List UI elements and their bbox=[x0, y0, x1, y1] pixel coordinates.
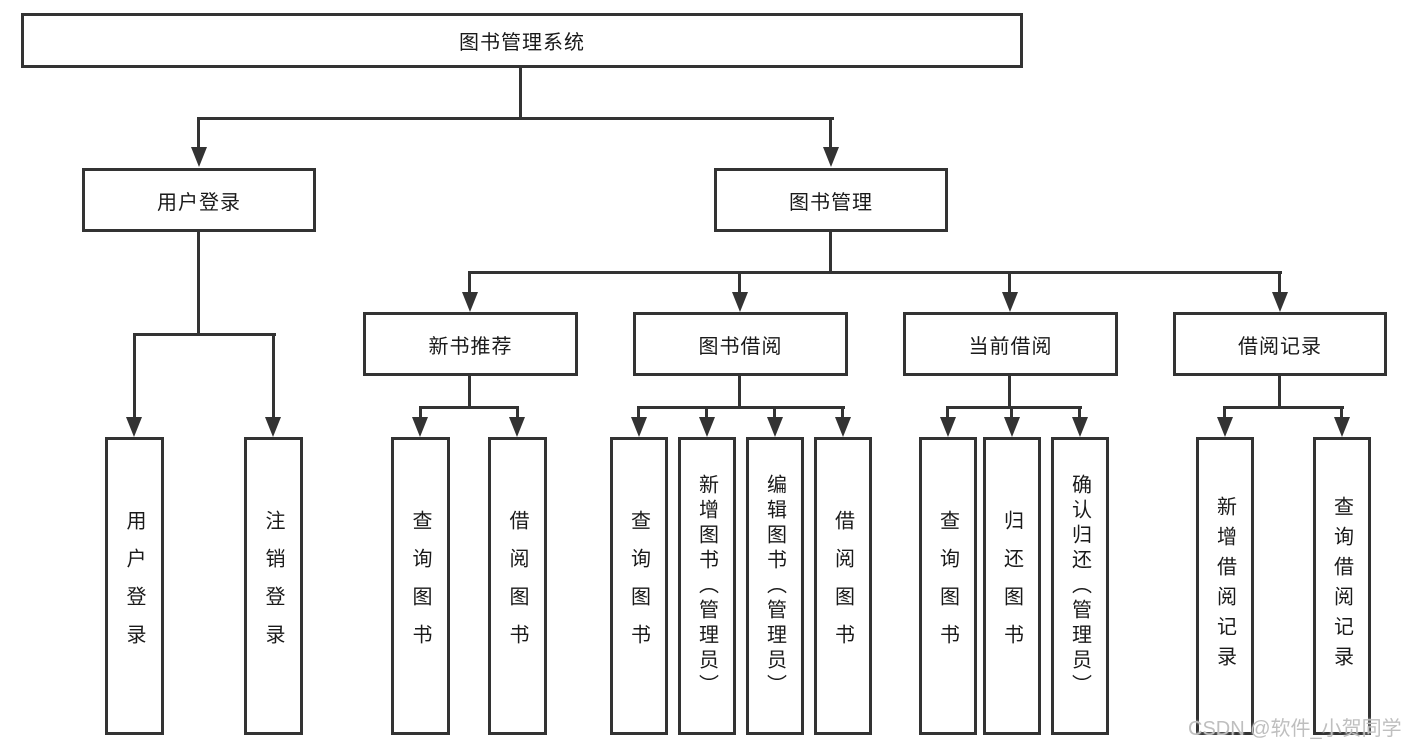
arrow-down-icon bbox=[412, 417, 428, 437]
leaf-query-books-recommend: 查询图书 bbox=[391, 437, 450, 735]
connector-line bbox=[516, 406, 519, 420]
arrow-down-icon bbox=[126, 417, 142, 437]
leaf-add-borrow-record: 新增借阅记录 bbox=[1196, 437, 1254, 735]
arrow-down-icon bbox=[1334, 417, 1350, 437]
connector-line bbox=[1278, 374, 1281, 409]
node-borrow-record: 借阅记录 bbox=[1173, 312, 1387, 376]
connector-line bbox=[829, 117, 832, 150]
connector-line bbox=[133, 333, 276, 336]
arrow-down-icon bbox=[191, 147, 207, 167]
connector-line bbox=[519, 66, 522, 119]
connector-line bbox=[468, 271, 471, 294]
connector-line bbox=[1223, 406, 1344, 409]
leaf-query-books-borrow: 查询图书 bbox=[610, 437, 668, 735]
leaf-user-login: 用户登录 bbox=[105, 437, 164, 735]
leaf-add-books-admin: 新增图书（管理员） bbox=[678, 437, 736, 735]
leaf-query-books-current: 查询图书 bbox=[919, 437, 977, 735]
connector-line bbox=[419, 406, 519, 409]
connector-line bbox=[133, 333, 136, 419]
arrow-down-icon bbox=[631, 417, 647, 437]
connector-line bbox=[272, 333, 275, 419]
node-current-borrow: 当前借阅 bbox=[903, 312, 1118, 376]
connector-line bbox=[197, 117, 834, 120]
arrow-down-icon bbox=[835, 417, 851, 437]
arrow-down-icon bbox=[1002, 292, 1018, 312]
connector-line bbox=[841, 406, 844, 420]
connector-line bbox=[1010, 406, 1013, 420]
connector-line bbox=[1223, 406, 1226, 420]
arrow-down-icon bbox=[732, 292, 748, 312]
arrow-down-icon bbox=[1004, 417, 1020, 437]
leaf-query-borrow-record: 查询借阅记录 bbox=[1313, 437, 1371, 735]
connector-line bbox=[773, 406, 776, 420]
node-new-book-recommend: 新书推荐 bbox=[363, 312, 578, 376]
arrow-down-icon bbox=[1272, 292, 1288, 312]
connector-line bbox=[468, 271, 1282, 274]
arrow-down-icon bbox=[940, 417, 956, 437]
arrow-down-icon bbox=[823, 147, 839, 167]
connector-line bbox=[946, 406, 949, 420]
arrow-down-icon bbox=[1217, 417, 1233, 437]
connector-line bbox=[468, 374, 471, 409]
leaf-confirm-return-admin: 确认归还（管理员） bbox=[1051, 437, 1109, 735]
arrow-down-icon bbox=[1072, 417, 1088, 437]
arrow-down-icon bbox=[767, 417, 783, 437]
node-library-system: 图书管理系统 bbox=[21, 13, 1023, 68]
leaf-edit-books-admin: 编辑图书（管理员） bbox=[746, 437, 804, 735]
connector-line bbox=[1340, 406, 1343, 420]
connector-line bbox=[1278, 271, 1281, 294]
arrow-down-icon bbox=[699, 417, 715, 437]
node-user-login: 用户登录 bbox=[82, 168, 316, 232]
arrow-down-icon bbox=[265, 417, 281, 437]
connector-line bbox=[738, 374, 741, 409]
leaf-return-books: 归还图书 bbox=[983, 437, 1041, 735]
connector-line bbox=[197, 117, 200, 150]
connector-line bbox=[705, 406, 708, 420]
node-book-borrow: 图书借阅 bbox=[633, 312, 848, 376]
connector-line bbox=[946, 406, 1082, 409]
connector-line bbox=[1008, 374, 1011, 409]
connector-line bbox=[1078, 406, 1081, 420]
connector-line bbox=[1008, 271, 1011, 294]
arrow-down-icon bbox=[509, 417, 525, 437]
leaf-logout: 注销登录 bbox=[244, 437, 303, 735]
leaf-borrow-books: 借阅图书 bbox=[814, 437, 872, 735]
arrow-down-icon bbox=[462, 292, 478, 312]
connector-line bbox=[419, 406, 422, 420]
connector-line bbox=[738, 271, 741, 294]
node-book-management: 图书管理 bbox=[714, 168, 948, 232]
csdn-watermark: CSDN @软件_小贺同学 bbox=[1188, 718, 1402, 740]
connector-line bbox=[197, 230, 200, 336]
connector-line bbox=[829, 230, 832, 274]
connector-line bbox=[637, 406, 845, 409]
connector-line bbox=[637, 406, 640, 420]
leaf-borrow-books-recommend: 借阅图书 bbox=[488, 437, 547, 735]
